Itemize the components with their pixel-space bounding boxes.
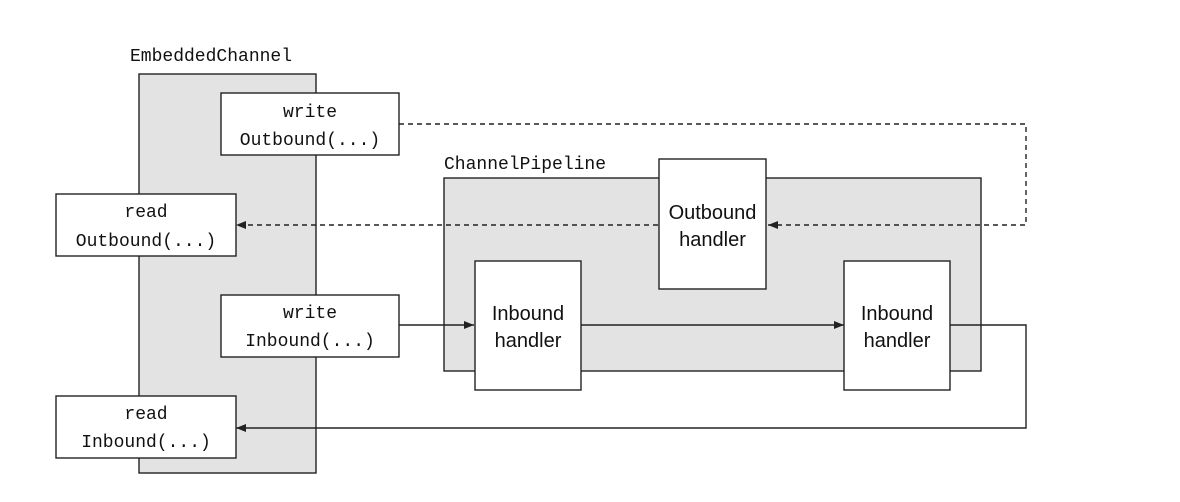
- inbound-handler-1-line1: Inbound: [492, 303, 564, 325]
- read-outbound-line2: Outbound(...): [76, 232, 216, 252]
- arrow-write-outbound-to-outbound-handler: [399, 123, 1027, 229]
- write-inbound-box: write Inbound(...): [220, 294, 400, 358]
- inbound-handler-2-line2: handler: [864, 330, 931, 352]
- outbound-handler-box: Outbound handler: [658, 158, 767, 290]
- inbound-handler-2-box: Inbound handler: [843, 260, 951, 391]
- channel-pipeline-label: ChannelPipeline: [444, 155, 606, 175]
- read-inbound-line2: Inbound(...): [81, 433, 211, 453]
- read-inbound-line1: read: [124, 405, 167, 425]
- outbound-handler-line2: handler: [679, 229, 746, 251]
- write-outbound-line1: write: [283, 103, 337, 123]
- write-outbound-box: write Outbound(...): [220, 92, 400, 156]
- write-outbound-line2: Outbound(...): [240, 131, 380, 151]
- embedded-channel-label: EmbeddedChannel: [130, 47, 292, 67]
- outbound-handler-line1: Outbound: [669, 202, 757, 224]
- inbound-handler-1-line2: handler: [495, 330, 562, 352]
- write-inbound-line1: write: [283, 304, 337, 324]
- inbound-handler-2-line1: Inbound: [861, 303, 933, 325]
- read-inbound-box: read Inbound(...): [55, 395, 237, 459]
- inbound-handler-1-box: Inbound handler: [474, 260, 582, 391]
- write-inbound-line2: Inbound(...): [245, 332, 375, 352]
- arrow-inbound-handler-to-read-inbound: [236, 324, 1027, 432]
- read-outbound-line1: read: [124, 203, 167, 223]
- read-outbound-box: read Outbound(...): [55, 193, 237, 257]
